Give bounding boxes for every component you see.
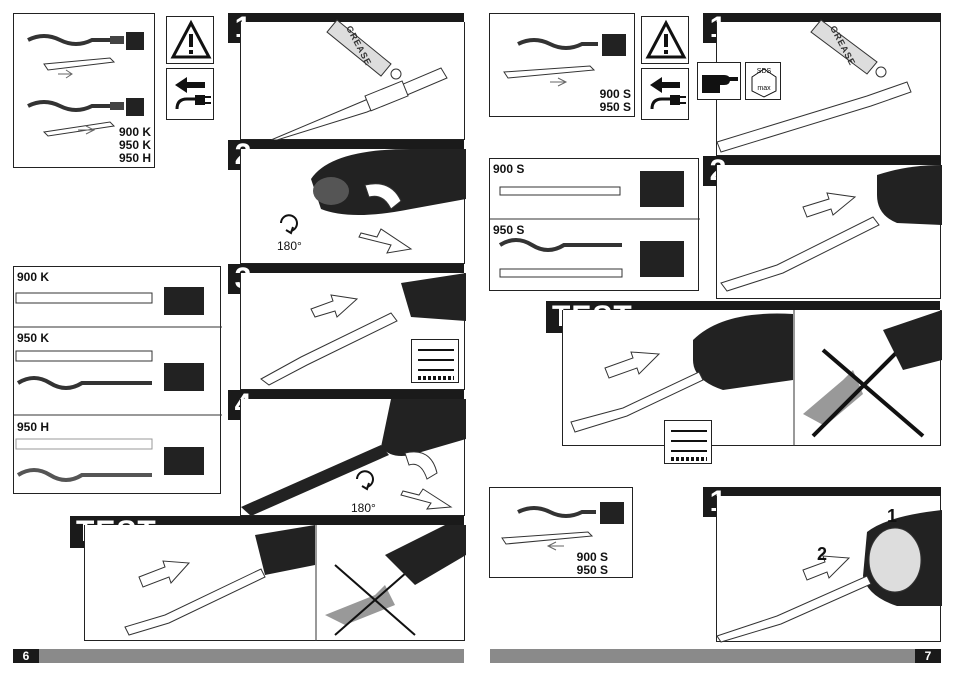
step4-panel-left: 180° xyxy=(240,399,466,516)
drill-bit-illustration xyxy=(503,34,626,87)
bit-compat-panel-right: 900 S 950 S xyxy=(489,158,700,291)
step-bar xyxy=(703,487,941,496)
page-number: 7 xyxy=(915,649,941,663)
section-label: 900 S xyxy=(493,162,525,176)
step2-panel-left: 180° xyxy=(240,149,466,264)
removal-overview-box: 900 S 950 S xyxy=(489,487,633,578)
bit-compat-panel-left: 900 K 950 K 950 H xyxy=(13,266,222,494)
model-label: 950 S xyxy=(599,100,631,114)
footer-bar-right xyxy=(490,649,941,663)
sds-max-label: max xyxy=(757,85,771,92)
remove-bit-illustration xyxy=(716,510,942,643)
model-label: 900 S xyxy=(599,87,631,101)
bit-types-icon xyxy=(411,339,459,383)
overview-box-left: 900 K 950 K 950 H xyxy=(13,13,155,168)
step-digit: 2 xyxy=(817,544,828,564)
model-label: 900 K xyxy=(118,125,151,139)
sds-max-icon: SDS max xyxy=(745,62,781,100)
removal-step-panel: 2 1 xyxy=(716,496,942,643)
model-label: 950 H xyxy=(118,151,151,165)
step-bar xyxy=(228,390,464,399)
step-bar xyxy=(228,140,464,149)
section-label: 900 K xyxy=(17,270,50,284)
step3-panel-left xyxy=(240,273,466,390)
test-panel-right xyxy=(562,310,942,446)
step1-panel-left: GREASE xyxy=(240,19,465,141)
drill-bit-illustration xyxy=(501,502,624,551)
sds-label: SDS xyxy=(756,68,772,75)
section-label: 950 K xyxy=(17,331,50,345)
unplug-icon xyxy=(641,68,689,120)
step-digit: 1 xyxy=(887,506,898,526)
step-bar xyxy=(228,13,464,22)
hammer-chuck-illustration xyxy=(280,149,466,254)
insert-bit-illustration xyxy=(260,273,466,386)
bit-compat-illustration xyxy=(14,287,222,482)
drill-bit-illustration xyxy=(27,32,144,137)
model-label: 950 K xyxy=(118,138,151,152)
section-label: 950 S xyxy=(493,223,525,237)
page-number: 6 xyxy=(13,649,39,663)
pointing-hand-icon xyxy=(697,62,741,100)
step2-panel-right xyxy=(716,165,942,299)
bit-compat-illustration xyxy=(490,171,700,278)
step-bar xyxy=(703,13,941,22)
step-bar xyxy=(228,264,464,273)
unplug-icon xyxy=(166,68,214,120)
model-label: 950 S xyxy=(576,563,608,577)
warning-icon xyxy=(166,16,214,64)
rotation-angle-label: 180° xyxy=(277,239,302,253)
pull-test-illustration xyxy=(124,525,466,641)
footer-bar-left xyxy=(13,649,464,663)
step-bar xyxy=(703,156,941,165)
test-bar xyxy=(546,301,940,310)
section-label: 950 H xyxy=(17,420,50,434)
rotation-angle-label: 180° xyxy=(351,501,376,515)
test-panel-left xyxy=(84,525,466,641)
overview-box-right: 900 S 950 S xyxy=(489,13,635,117)
bit-types-icon xyxy=(664,420,712,464)
grease-tube-illustration xyxy=(716,19,912,153)
insert-bit-illustration xyxy=(720,165,942,292)
pull-test-illustration xyxy=(570,310,942,446)
test-bar xyxy=(70,516,464,525)
lock-bit-illustration xyxy=(241,399,466,516)
model-label: 900 S xyxy=(576,550,608,564)
warning-icon xyxy=(641,16,689,64)
